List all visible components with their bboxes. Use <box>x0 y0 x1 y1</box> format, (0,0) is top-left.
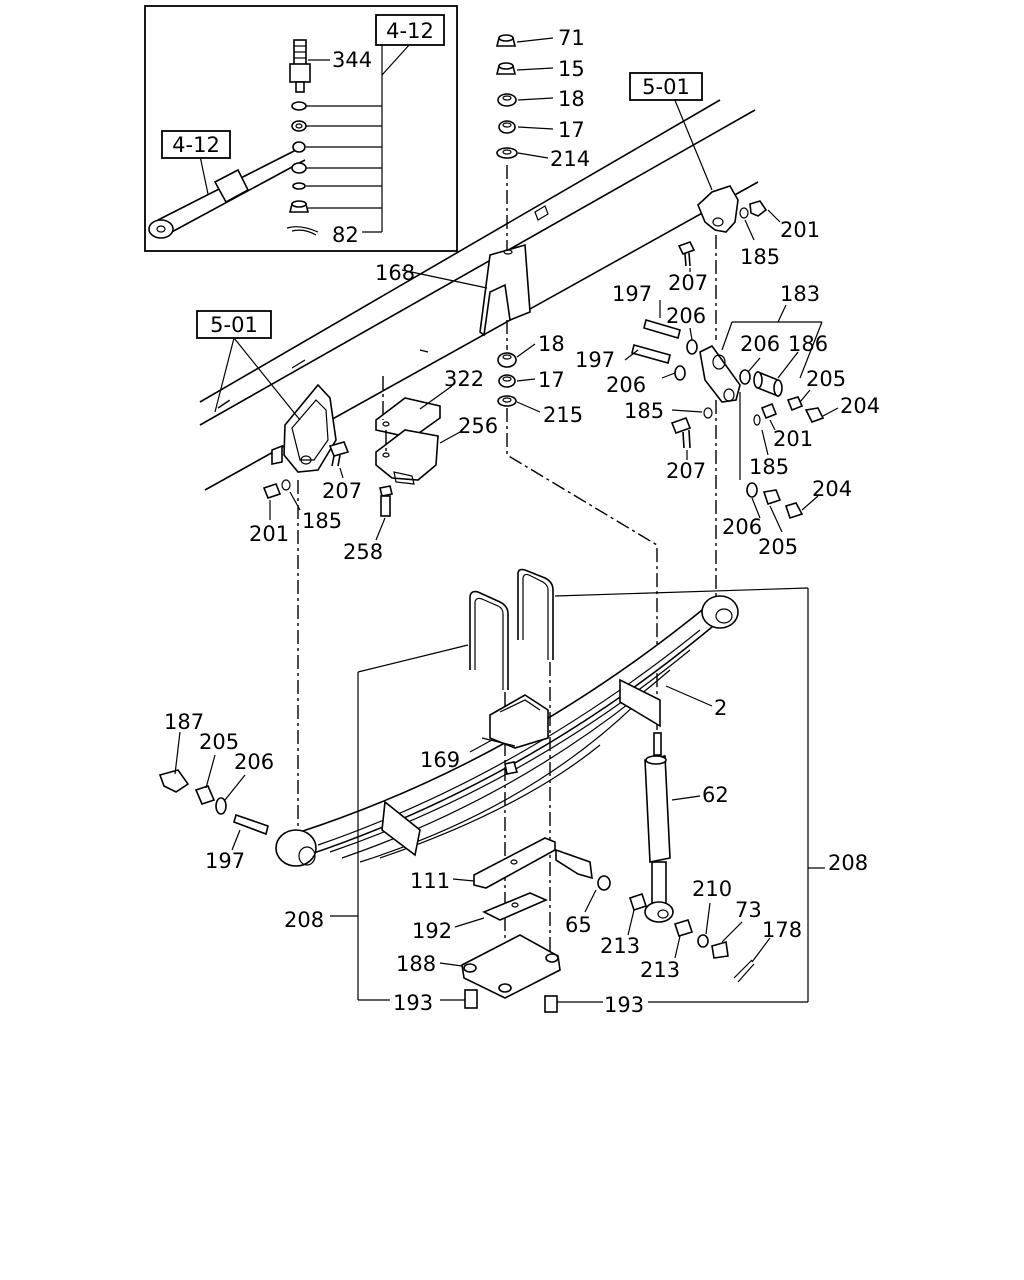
inset-panel: 4-12 4-12 344 82 <box>144 5 458 252</box>
callout-17-mid: 17 <box>538 368 565 392</box>
callout-168: 168 <box>375 261 415 285</box>
callout-206-a: 206 <box>666 304 706 328</box>
callout-206-b: 206 <box>740 332 780 356</box>
callout-256: 256 <box>458 414 498 438</box>
shock-absorber-62 <box>644 732 701 923</box>
callout-258: 258 <box>343 540 383 564</box>
upper-nut-stack <box>495 34 554 250</box>
frame-top-ref-box <box>629 72 703 101</box>
callout-82: 82 <box>332 223 359 247</box>
nut-under-169 <box>504 761 519 775</box>
mid-washer-stack <box>497 320 658 730</box>
callout-185-tr: 185 <box>740 245 780 269</box>
callout-206-l: 206 <box>234 750 274 774</box>
callout-207-tr: 207 <box>668 271 708 295</box>
callout-18-top: 18 <box>558 87 585 111</box>
inset-rod-ref-label: 4-12 <box>172 133 220 157</box>
callout-188: 188 <box>396 952 436 976</box>
callout-205-l: 205 <box>199 730 239 754</box>
inset-stud-344 <box>289 39 311 93</box>
frame-left-ref-box <box>196 310 272 339</box>
callout-215: 215 <box>543 403 583 427</box>
callout-187: 187 <box>164 710 204 734</box>
callout-208-r: 208 <box>828 851 868 875</box>
inset-callout-bracket <box>199 43 411 233</box>
callout-205-a: 205 <box>806 367 846 391</box>
axle-seat-plates <box>439 837 593 1013</box>
callout-344: 344 <box>332 48 372 72</box>
callout-207-mid: 207 <box>666 459 706 483</box>
callout-201-l: 201 <box>249 522 289 546</box>
inset-ref-box <box>375 14 445 46</box>
inset-shock-rod <box>148 147 306 239</box>
bolt-207-left <box>328 441 350 479</box>
callout-2: 2 <box>714 696 727 720</box>
callout-204-b: 204 <box>812 477 852 501</box>
callout-213-b: 213 <box>640 958 680 982</box>
callout-185-mid: 185 <box>624 399 664 423</box>
rear-pin-set <box>158 731 269 851</box>
callout-201-tr: 201 <box>780 218 820 242</box>
callout-73: 73 <box>735 898 762 922</box>
rear-hanger-bracket <box>214 337 337 838</box>
callout-207-l: 207 <box>322 479 362 503</box>
callout-204-a: 204 <box>840 394 880 418</box>
bolt-207-mid <box>670 416 692 460</box>
frame-left-ref-label: 5-01 <box>210 313 258 337</box>
callout-322: 322 <box>444 367 484 391</box>
shackle-assembly <box>624 300 839 598</box>
inset-ref-label: 4-12 <box>386 19 434 43</box>
callout-197-a: 197 <box>612 282 652 306</box>
spacer-plates <box>375 349 461 541</box>
callout-169: 169 <box>420 748 460 772</box>
shock-upper-bracket-168 <box>401 243 531 337</box>
callout-62: 62 <box>702 783 729 807</box>
callout-185-mid2: 185 <box>749 455 789 479</box>
callout-197-l: 197 <box>205 849 245 873</box>
callout-205-b: 205 <box>758 535 798 559</box>
callout-15: 15 <box>558 57 585 81</box>
u-bolts <box>357 568 809 975</box>
callout-201-mid: 201 <box>773 427 813 451</box>
callout-178: 178 <box>762 918 802 942</box>
frame-top-ref-label: 5-01 <box>642 75 690 99</box>
callout-197-b: 197 <box>575 348 615 372</box>
bump-stopper-169 <box>469 694 549 753</box>
callout-111: 111 <box>410 869 450 893</box>
callout-214: 214 <box>550 147 590 171</box>
callout-210: 210 <box>692 877 732 901</box>
callout-206-c: 206 <box>606 373 646 397</box>
callout-186: 186 <box>788 332 828 356</box>
callout-193-r: 193 <box>604 993 644 1017</box>
callout-192: 192 <box>412 919 452 943</box>
bolt-207-top <box>677 241 696 272</box>
callout-183: 183 <box>780 282 820 306</box>
lower-shock-hardware <box>584 875 771 983</box>
callout-208-l: 208 <box>284 908 324 932</box>
callout-18-mid: 18 <box>538 332 565 356</box>
callout-206-d: 206 <box>722 515 762 539</box>
callout-17-top: 17 <box>558 118 585 142</box>
front-hanger-bracket <box>673 97 781 340</box>
u-bolt-set-brackets <box>330 588 825 1003</box>
inset-cotter-pin-82 <box>286 226 319 236</box>
callout-213-a: 213 <box>600 934 640 958</box>
callout-65: 65 <box>565 913 592 937</box>
callout-185-l: 185 <box>302 509 342 533</box>
callout-71: 71 <box>558 26 585 50</box>
callout-193-l: 193 <box>393 991 433 1015</box>
inset-rod-ref-box <box>161 130 231 159</box>
